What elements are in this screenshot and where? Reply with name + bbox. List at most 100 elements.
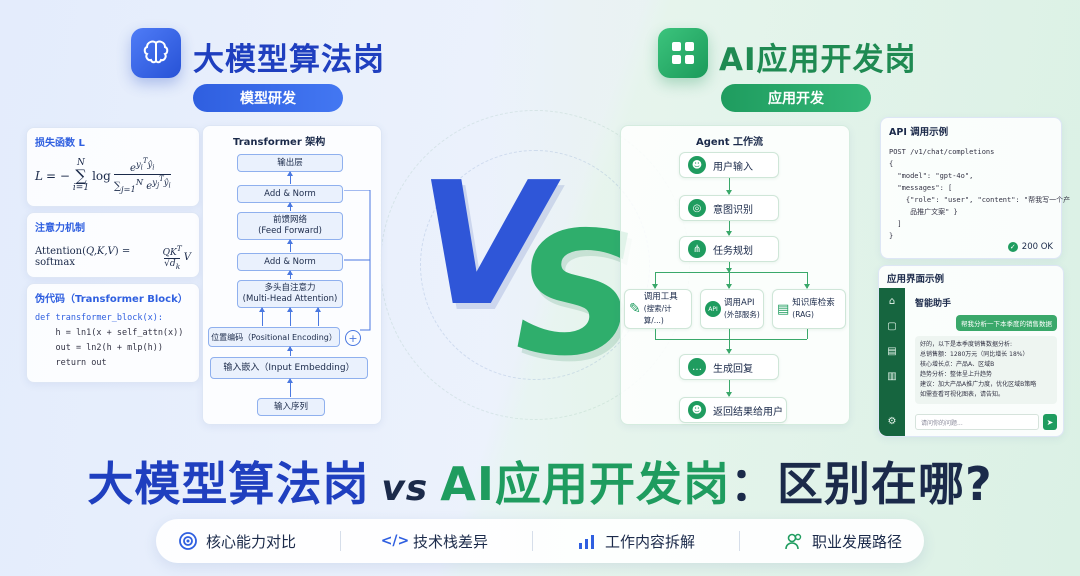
app-ui-title: 应用界面示例 <box>887 274 945 285</box>
flow-arrow <box>726 178 732 195</box>
flow-user-input: ☻ 用户输入 <box>679 152 779 178</box>
bar-item-work-content[interactable]: 工作内容拆解 <box>577 531 695 552</box>
bar-label: 技术栈差异 <box>412 532 488 551</box>
attention-title: 注意力机制 <box>35 223 85 234</box>
loss-formula: L= − N∑i=1 log eyiTŷi∑j=1N eyjTŷi <box>35 157 171 195</box>
assistant-reply: 好的，以下是本季度销售数据分析: 总销售额：1280万元（同比增长 18%） 核… <box>915 336 1057 404</box>
ffn-box: 前馈网络 (Feed Forward) <box>237 212 343 240</box>
flow-arrow <box>287 270 293 279</box>
left-badge: 模型研发 <box>193 84 343 112</box>
pseudo-title: 伪代码（Transformer Block） <box>35 294 188 305</box>
reply-line: 好的，以下是本季度销售数据分析: <box>920 341 1013 348</box>
chart-icon[interactable]: ▥ <box>887 371 897 382</box>
branch-line <box>655 272 807 273</box>
divider <box>531 531 533 551</box>
target-icon: ◎ <box>688 199 706 217</box>
home-icon[interactable]: ⌂ <box>888 296 896 307</box>
settings-icon[interactable]: ⚙ <box>887 416 897 427</box>
loss-card: 损失函数 L L= − N∑i=1 log eyiTŷi∑j=1N eyjTŷi <box>26 127 200 207</box>
flow-sublabel: (搜索/计算/...) <box>643 304 672 325</box>
flow-generate: …生成回复 <box>679 354 779 380</box>
positional-encoding-box: 位置编码（Positional Encoding） <box>208 327 340 347</box>
bar-item-tech-stack[interactable]: </> 技术栈差异 <box>380 531 488 552</box>
people-icon <box>784 531 804 551</box>
flow-tool: ✎ 调用工具(搜索/计算/...) <box>624 289 692 329</box>
document-icon[interactable]: ▤ <box>887 346 897 357</box>
code-line: return out <box>35 358 107 368</box>
left-title: 大模型算法岗 <box>193 42 385 78</box>
network-icon: ⋔ <box>688 240 706 258</box>
flow-arrow <box>287 202 293 211</box>
right-title: AI应用开发岗 <box>719 42 917 78</box>
flow-arrow <box>259 307 265 326</box>
flow-intent: ◎ 意图识别 <box>679 195 779 221</box>
transformer-title: Transformer 架构 <box>233 137 326 148</box>
input-sequence-box: 输入序列 <box>257 398 325 416</box>
flow-label: 任务规划 <box>713 245 753 257</box>
pseudocode-card: 伪代码（Transformer Block） def transformer_b… <box>26 283 200 383</box>
divider <box>339 531 341 551</box>
merge-line <box>807 329 808 339</box>
add-norm-box: Add & Norm <box>237 253 343 271</box>
vs-letter-v: V <box>418 146 550 344</box>
api-icon: API <box>705 301 721 317</box>
plus-icon: + <box>345 330 361 346</box>
bar-chart-icon <box>577 531 597 551</box>
agent-title: Agent 工作流 <box>696 137 764 148</box>
flow-arrow <box>287 346 293 356</box>
user-message: 帮我分析一下本季度的销售数据 <box>956 315 1057 331</box>
flow-sublabel: (RAG) <box>792 310 814 319</box>
headline-part3: ：区别在哪? <box>729 457 993 511</box>
flow-label: 意图识别 <box>713 204 753 216</box>
flow-label: 调用API <box>724 298 755 308</box>
status-badge: ✓ 200 OK <box>1007 242 1053 252</box>
check-icon: ✓ <box>1007 242 1018 252</box>
bar-label: 工作内容拆解 <box>604 532 695 551</box>
api-code: POST /v1/chat/completions { "model": "gp… <box>889 148 1071 240</box>
wrench-icon: ✎ <box>629 301 641 317</box>
reply-line: 建议：加大产品A推广力度，优化区域B策略 <box>920 381 1037 388</box>
assistant-title: 智能助手 <box>915 299 952 309</box>
input-embedding-box: 输入嵌入（Input Embedding） <box>210 357 368 379</box>
flow-sublabel: (外部服务) <box>724 310 760 319</box>
bar-item-career-path[interactable]: 职业发展路径 <box>784 531 902 552</box>
attention-card: 注意力机制 Attention(Q,K,V) = softmax QKT√dk … <box>26 212 200 278</box>
app-ui-card: 应用界面示例 ⌂ ▢ ▤ ▥ ⚙ 智能助手 帮我分析一下本季度的销售数据 好的，… <box>878 265 1064 437</box>
flow-rag: ▤ 知识库检索(RAG) <box>772 289 846 329</box>
message-icon[interactable]: ▢ <box>887 321 897 332</box>
bar-label: 核心能力对比 <box>205 532 296 551</box>
code-icon: </> <box>380 533 410 549</box>
app-sidebar: ⌂ ▢ ▤ ▥ ⚙ <box>879 288 905 436</box>
flow-arrow <box>287 378 293 397</box>
merge-line <box>655 339 807 340</box>
reply-line: 核心增长点：产品A、区域B <box>920 361 995 368</box>
send-button[interactable]: ➤ <box>1043 414 1057 430</box>
flow-label: 用户输入 <box>713 161 753 173</box>
flow-label: 知识库检索 <box>792 298 835 308</box>
api-example-card: API 调用示例 POST /v1/chat/completions { "mo… <box>880 117 1071 259</box>
target-icon <box>178 531 198 551</box>
code-line: h = ln1(x + self_attn(x)) <box>35 328 184 338</box>
bar-label: 职业发展路径 <box>811 532 902 551</box>
bar-item-core-abilities[interactable]: 核心能力对比 <box>178 531 296 552</box>
loss-title: 损失函数 L <box>35 138 85 149</box>
reply-line: 总销售额：1280万元（同比增长 18%） <box>920 351 1029 358</box>
bottom-bar: 核心能力对比 </> 技术栈差异 工作内容拆解 职业发展路径 <box>156 519 924 563</box>
flow-return: ☻返回结果给用户 <box>679 397 787 423</box>
vs-letter-s: S <box>515 196 638 394</box>
right-badge: 应用开发 <box>721 84 871 112</box>
chat-input[interactable]: 请问你的问题... <box>915 414 1039 430</box>
flow-arrow <box>804 272 810 289</box>
brain-icon <box>131 28 181 78</box>
user-icon: ☻ <box>688 401 706 419</box>
flow-arrow <box>287 171 293 184</box>
user-icon: ☻ <box>688 156 706 174</box>
flow-arrow <box>287 307 293 326</box>
flow-arrow <box>726 262 732 273</box>
code-line: def transformer_block(x): <box>35 313 163 323</box>
headline-part2: AI应用开发岗 <box>440 457 730 511</box>
ffn-label: 前馈网络 <box>272 215 307 225</box>
headline-part1: 大模型算法岗 <box>87 457 370 511</box>
api-example-title: API 调用示例 <box>889 127 949 138</box>
